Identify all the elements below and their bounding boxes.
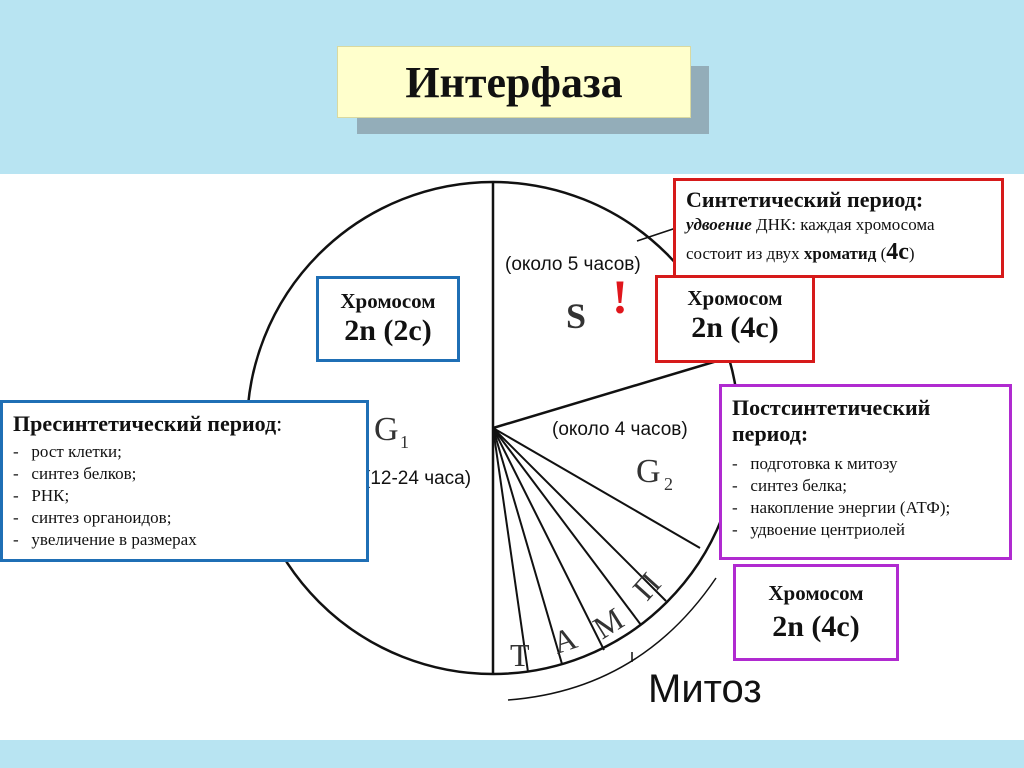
presynthetic-title-text: Пресинтетический период xyxy=(13,411,277,436)
synthetic-period-title: Синтетический период: xyxy=(686,187,924,212)
list-item: накопление энергии (АТФ); xyxy=(732,497,1009,519)
synthetic-emphasis-doubling: удвоение xyxy=(686,215,752,234)
mitosis-phase-prophase: П xyxy=(625,565,667,606)
chromosome-box-s: Хромосом 2n (4c) xyxy=(655,275,815,363)
list-item: РНК; xyxy=(13,485,366,507)
list-item: удвоение центриолей xyxy=(732,519,1009,541)
g2-phase-subscript: 2 xyxy=(664,474,673,494)
mitosis-phase-telophase: Т xyxy=(510,637,530,673)
chromosome-label: Хромосом xyxy=(768,581,864,605)
g2-phase-label: G xyxy=(636,453,661,490)
mitosis-divider-4 xyxy=(492,427,605,651)
g1-phase-subscript: 1 xyxy=(400,432,409,452)
synthetic-paren-open: ( xyxy=(880,244,887,263)
list-item: синтез органоидов; xyxy=(13,507,366,529)
list-item: синтез белков; xyxy=(13,463,366,485)
mitosis-divider-1 xyxy=(492,427,701,549)
list-item: подготовка к митозу xyxy=(732,453,1009,475)
presynthetic-period-title: Пресинтетический период: xyxy=(13,411,366,437)
chromosome-box-g1: Хромосом 2n (2c) xyxy=(316,276,460,362)
synthetic-emphasis-chromatids: хроматид xyxy=(803,244,877,263)
presynthetic-period-box: Пресинтетический период: рост клетки; си… xyxy=(0,400,369,562)
chromosome-label: Хромосом xyxy=(340,289,436,313)
synthetic-paren-close: ) xyxy=(908,244,915,263)
mitosis-divider-5 xyxy=(492,427,563,665)
synthetic-line-1: удвоение ДНК: каждая хромосома xyxy=(686,215,1001,235)
synthetic-line-2-start: состоит из двух xyxy=(686,244,800,263)
mitosis-phase-metaphase: М xyxy=(587,600,630,646)
mitosis-divider-2 xyxy=(492,427,667,602)
s-phase-label: S xyxy=(566,296,586,336)
presynthetic-list: рост клетки; синтез белков; РНК; синтез … xyxy=(13,441,366,551)
chromosome-label: Хромосом xyxy=(687,286,783,310)
presynthetic-title-colon: : xyxy=(276,411,283,436)
postsynthetic-list: подготовка к митозу синтез белка; накопл… xyxy=(732,453,1009,541)
s-duration: (около 5 часов) xyxy=(505,254,641,275)
synthetic-line-1-rest: ДНК: каждая хромосома xyxy=(756,215,935,234)
mitosis-divider-3 xyxy=(492,427,642,626)
list-item: синтез белка; xyxy=(732,475,1009,497)
list-item: увеличение в размерах xyxy=(13,529,366,551)
mitosis-divider-6 xyxy=(492,427,529,673)
mitosis-phase-anaphase: А xyxy=(548,619,581,660)
chromosome-box-g2: Хромосом 2n (4c) xyxy=(733,564,899,661)
postsynthetic-period-box: Постсинтетический период: подготовка к м… xyxy=(719,384,1012,560)
postsynthetic-title-line-2: период: xyxy=(732,421,809,446)
g2-duration: (около 4 часов) xyxy=(552,419,688,440)
chromosome-value: 2n (2c) xyxy=(344,314,432,347)
page-title: Интерфаза xyxy=(337,46,691,118)
g1-duration: (12-24 часа) xyxy=(364,468,471,489)
synthetic-period-box: Синтетический период: удвоение ДНК: кажд… xyxy=(673,178,1004,278)
chromosome-value: 2n (4c) xyxy=(691,311,779,344)
list-item: рост клетки; xyxy=(13,441,366,463)
chromosome-value: 2n (4c) xyxy=(772,610,860,643)
mitosis-bracket xyxy=(507,577,717,701)
divider-s-g2 xyxy=(492,359,718,430)
postsynthetic-title-line-1: Постсинтетический xyxy=(732,395,931,420)
exclamation-mark: ! xyxy=(612,271,628,324)
mitosis-label: Митоз xyxy=(648,667,762,711)
bottom-band xyxy=(0,740,1024,768)
synthetic-line-2: состоит из двух хроматид (4с) xyxy=(686,239,1001,266)
synthetic-4c: 4с xyxy=(886,239,909,265)
g1-phase-label: G xyxy=(374,411,399,448)
